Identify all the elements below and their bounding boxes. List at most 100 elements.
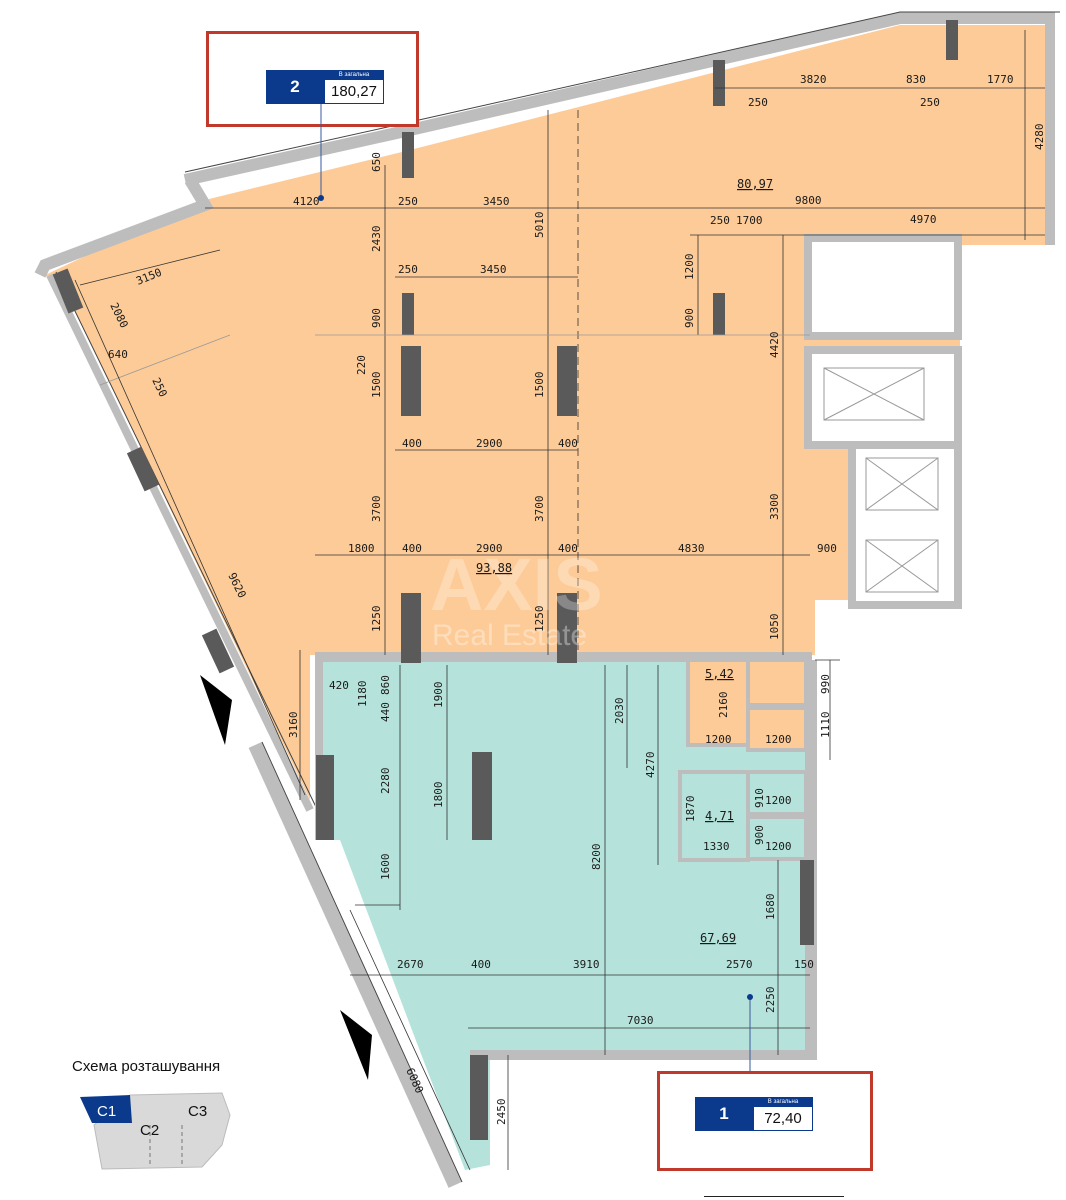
dimension-label: 650 bbox=[370, 152, 383, 172]
dimension-label: 400 bbox=[402, 542, 422, 555]
unit-1-marker bbox=[747, 994, 753, 1000]
dimension-label: 900 bbox=[370, 308, 383, 328]
dimension-label: 400 bbox=[471, 958, 491, 971]
dimension-label: 3300 bbox=[768, 494, 781, 521]
wc-lower-stall-1 bbox=[746, 770, 808, 816]
dimension-label: 400 bbox=[558, 437, 578, 450]
wall-north-outline bbox=[184, 11, 1060, 173]
dimension-label: 250 bbox=[748, 96, 768, 109]
dimension-label: 2250 bbox=[764, 987, 777, 1014]
dimension-label: 2670 bbox=[397, 958, 424, 971]
dimension-label: 3450 bbox=[480, 263, 507, 276]
wc-lower-stall-2 bbox=[746, 815, 808, 861]
dimension-label: 900 bbox=[753, 825, 766, 845]
dimension-label: 3160 bbox=[287, 712, 300, 739]
section-label-c3: C3 bbox=[188, 1103, 207, 1120]
dimension-label: 3820 bbox=[800, 73, 827, 86]
column bbox=[401, 346, 421, 416]
dimension-label: 1700 bbox=[736, 214, 763, 227]
area-label: 80,97 bbox=[737, 177, 773, 191]
wc-upper-stall-2 bbox=[746, 706, 808, 752]
dimension-label: 1200 bbox=[705, 733, 732, 746]
dimension-label: 1200 bbox=[765, 840, 792, 853]
dimension-label: 4830 bbox=[678, 542, 705, 555]
area-label: 5,42 bbox=[705, 667, 734, 681]
column bbox=[316, 755, 334, 840]
unit-total-area: 72,40 bbox=[764, 1110, 802, 1127]
dimension-label: 4420 bbox=[768, 332, 781, 359]
dimension-labels-horizontal: 3820 830 1770 250 250 4120 250 3450 9800… bbox=[108, 73, 1014, 1027]
dimension-label: 4280 bbox=[1033, 124, 1046, 151]
wc-upper-block bbox=[686, 658, 750, 747]
dimension-label: 1770 bbox=[987, 73, 1014, 86]
dimension-label: 1800 bbox=[348, 542, 375, 555]
dimension-label: 1200 bbox=[765, 794, 792, 807]
lift-cabin-1 bbox=[823, 367, 925, 421]
wall-southwest bbox=[248, 742, 462, 1188]
dimension-labels-vertical: 4280 650 2430 5010 1200 900 900 4420 220… bbox=[287, 124, 1046, 1126]
unit-1-tag[interactable]: 1 В загальна 72,40 bbox=[695, 1097, 813, 1131]
dimension-label: 1200 bbox=[765, 733, 792, 746]
wall-north bbox=[183, 12, 1055, 186]
area-label: 93,88 bbox=[476, 561, 512, 575]
unit-area-caption: В загальна bbox=[325, 71, 383, 80]
dimension-label: 7030 bbox=[627, 1014, 654, 1027]
core-lift-1 bbox=[804, 346, 962, 449]
lift-cabin-3 bbox=[865, 539, 939, 593]
dimension-label: 2030 bbox=[613, 698, 626, 725]
partition-wall-lower-west bbox=[315, 660, 323, 840]
dimension-label: 1180 bbox=[356, 681, 369, 708]
dimension-label: 1250 bbox=[370, 606, 383, 633]
dimension-label: 1110 bbox=[819, 712, 832, 739]
area-label: 4,71 bbox=[705, 809, 734, 823]
dimension-label: 4270 bbox=[644, 752, 657, 779]
location-scheme-map: C1 C2 C3 bbox=[80, 1092, 231, 1170]
unit-area-box: В загальна 180,27 bbox=[324, 70, 384, 104]
column bbox=[557, 346, 577, 416]
dimension-label: 900 bbox=[683, 308, 696, 328]
watermark-subtitle: Real Estate bbox=[432, 619, 587, 652]
watermark-brand: AXIS bbox=[430, 543, 603, 626]
dimension-label: 1500 bbox=[533, 372, 546, 399]
dimension-label: 910 bbox=[753, 788, 766, 808]
column bbox=[201, 628, 235, 674]
lift-cabin-2 bbox=[865, 457, 939, 511]
dimension-label: 250 bbox=[710, 214, 730, 227]
dimension-label: 1600 bbox=[379, 854, 392, 881]
column bbox=[557, 593, 577, 663]
dimension-label: 9800 bbox=[795, 194, 822, 207]
dimension-label: 4120 bbox=[293, 195, 320, 208]
dimension-label: 250 bbox=[398, 263, 418, 276]
dimension-label: 250 bbox=[920, 96, 940, 109]
area-label: 67,69 bbox=[700, 931, 736, 945]
entrance-arrow-icon bbox=[200, 675, 232, 745]
section-label-c1: C1 bbox=[97, 1103, 116, 1120]
dimension-label: 2430 bbox=[370, 226, 383, 253]
dimension-label: 830 bbox=[906, 73, 926, 86]
dimension-label: 220 bbox=[355, 355, 368, 375]
dimension-label: 3450 bbox=[483, 195, 510, 208]
wall-northwest bbox=[34, 176, 214, 278]
column bbox=[713, 293, 725, 335]
column bbox=[401, 593, 421, 663]
location-scheme: Схема розташування C1 C2 C3 bbox=[72, 1058, 242, 1180]
column bbox=[126, 446, 160, 492]
dimension-label: 2900 bbox=[476, 542, 503, 555]
dimension-label: 900 bbox=[817, 542, 837, 555]
core-room-1 bbox=[804, 234, 962, 340]
dimension-label: 250 bbox=[398, 195, 418, 208]
dimension-label: 2160 bbox=[717, 692, 730, 719]
section-c1-shape[interactable] bbox=[80, 1095, 132, 1123]
partition-wall-lower-south bbox=[470, 1050, 817, 1060]
entrance-arrow-icon bbox=[340, 1010, 372, 1080]
column bbox=[472, 752, 492, 840]
column bbox=[800, 860, 814, 945]
dimension-label: 5010 bbox=[533, 212, 546, 239]
dimension-label: 2900 bbox=[476, 437, 503, 450]
dimension-label: 1050 bbox=[768, 614, 781, 641]
unit-number: 2 bbox=[266, 70, 324, 104]
unit-2-tag[interactable]: 2 В загальна 180,27 bbox=[266, 70, 384, 104]
dimension-label: 1870 bbox=[684, 796, 697, 823]
unit-1-callout[interactable] bbox=[657, 1071, 873, 1171]
